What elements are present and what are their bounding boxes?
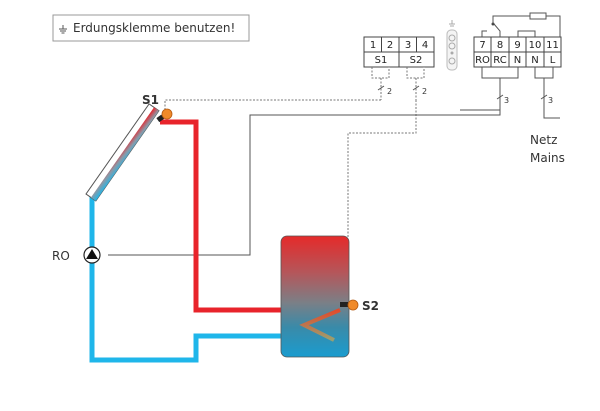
pump-icon: RO bbox=[52, 246, 101, 264]
terminal-4: 4 bbox=[422, 40, 428, 51]
solar-collector bbox=[85, 103, 160, 202]
cable-cores-mains: 3 bbox=[548, 96, 553, 105]
storage-tank bbox=[280, 235, 350, 358]
terminal-label-l: L bbox=[550, 55, 556, 66]
sensor-s2: S2 bbox=[340, 299, 379, 313]
terminal-11: 11 bbox=[546, 40, 559, 51]
terminal-1: 1 bbox=[370, 40, 376, 51]
terminal-block-power: 7 8 9 10 11 RO RC N N L 3 3 bbox=[460, 12, 562, 119]
cable-cores-s1: 2 bbox=[387, 87, 392, 96]
heat-exchanger-coil bbox=[299, 308, 341, 342]
hot-pipe bbox=[160, 119, 340, 313]
sensor-s1-label: S1 bbox=[142, 93, 159, 107]
terminal-label-n1: N bbox=[514, 55, 521, 66]
sensor-s2-label: S2 bbox=[362, 299, 379, 313]
notice-text: Erdungsklemme benutzen! bbox=[73, 21, 235, 35]
pump-cable bbox=[108, 110, 501, 256]
terminal-label-s2: S2 bbox=[410, 55, 423, 66]
mains-label-en: Mains bbox=[530, 151, 565, 165]
cold-pipe bbox=[89, 196, 330, 363]
terminal-10: 10 bbox=[529, 40, 542, 51]
sensor-s2-cable bbox=[347, 100, 417, 300]
terminal-8: 8 bbox=[497, 40, 503, 51]
terminal-9: 9 bbox=[514, 40, 520, 51]
ground-icon bbox=[59, 25, 67, 34]
terminal-label-n2: N bbox=[531, 55, 538, 66]
terminal-block-sensors: 1 2 3 4 S1 S2 2 2 bbox=[363, 36, 435, 100]
terminal-label-rc: RC bbox=[493, 55, 506, 66]
terminal-label-s1: S1 bbox=[375, 55, 388, 66]
pump-label: RO bbox=[52, 249, 70, 263]
terminal-3: 3 bbox=[405, 40, 411, 51]
sensor-s1-cable bbox=[164, 99, 381, 110]
fuse-icon bbox=[529, 12, 547, 20]
cable-cores-s2: 2 bbox=[422, 87, 427, 96]
sensor-s1: S1 bbox=[142, 93, 173, 123]
terminal-label-ro: RO bbox=[475, 55, 490, 66]
ground-notice: Erdungsklemme benutzen! bbox=[52, 14, 250, 42]
cable-cores-pump: 3 bbox=[504, 96, 509, 105]
terminal-7: 7 bbox=[479, 40, 485, 51]
mains-label-de: Netz bbox=[530, 133, 557, 147]
earth-terminal-strip bbox=[446, 20, 458, 71]
terminal-2: 2 bbox=[387, 40, 393, 51]
